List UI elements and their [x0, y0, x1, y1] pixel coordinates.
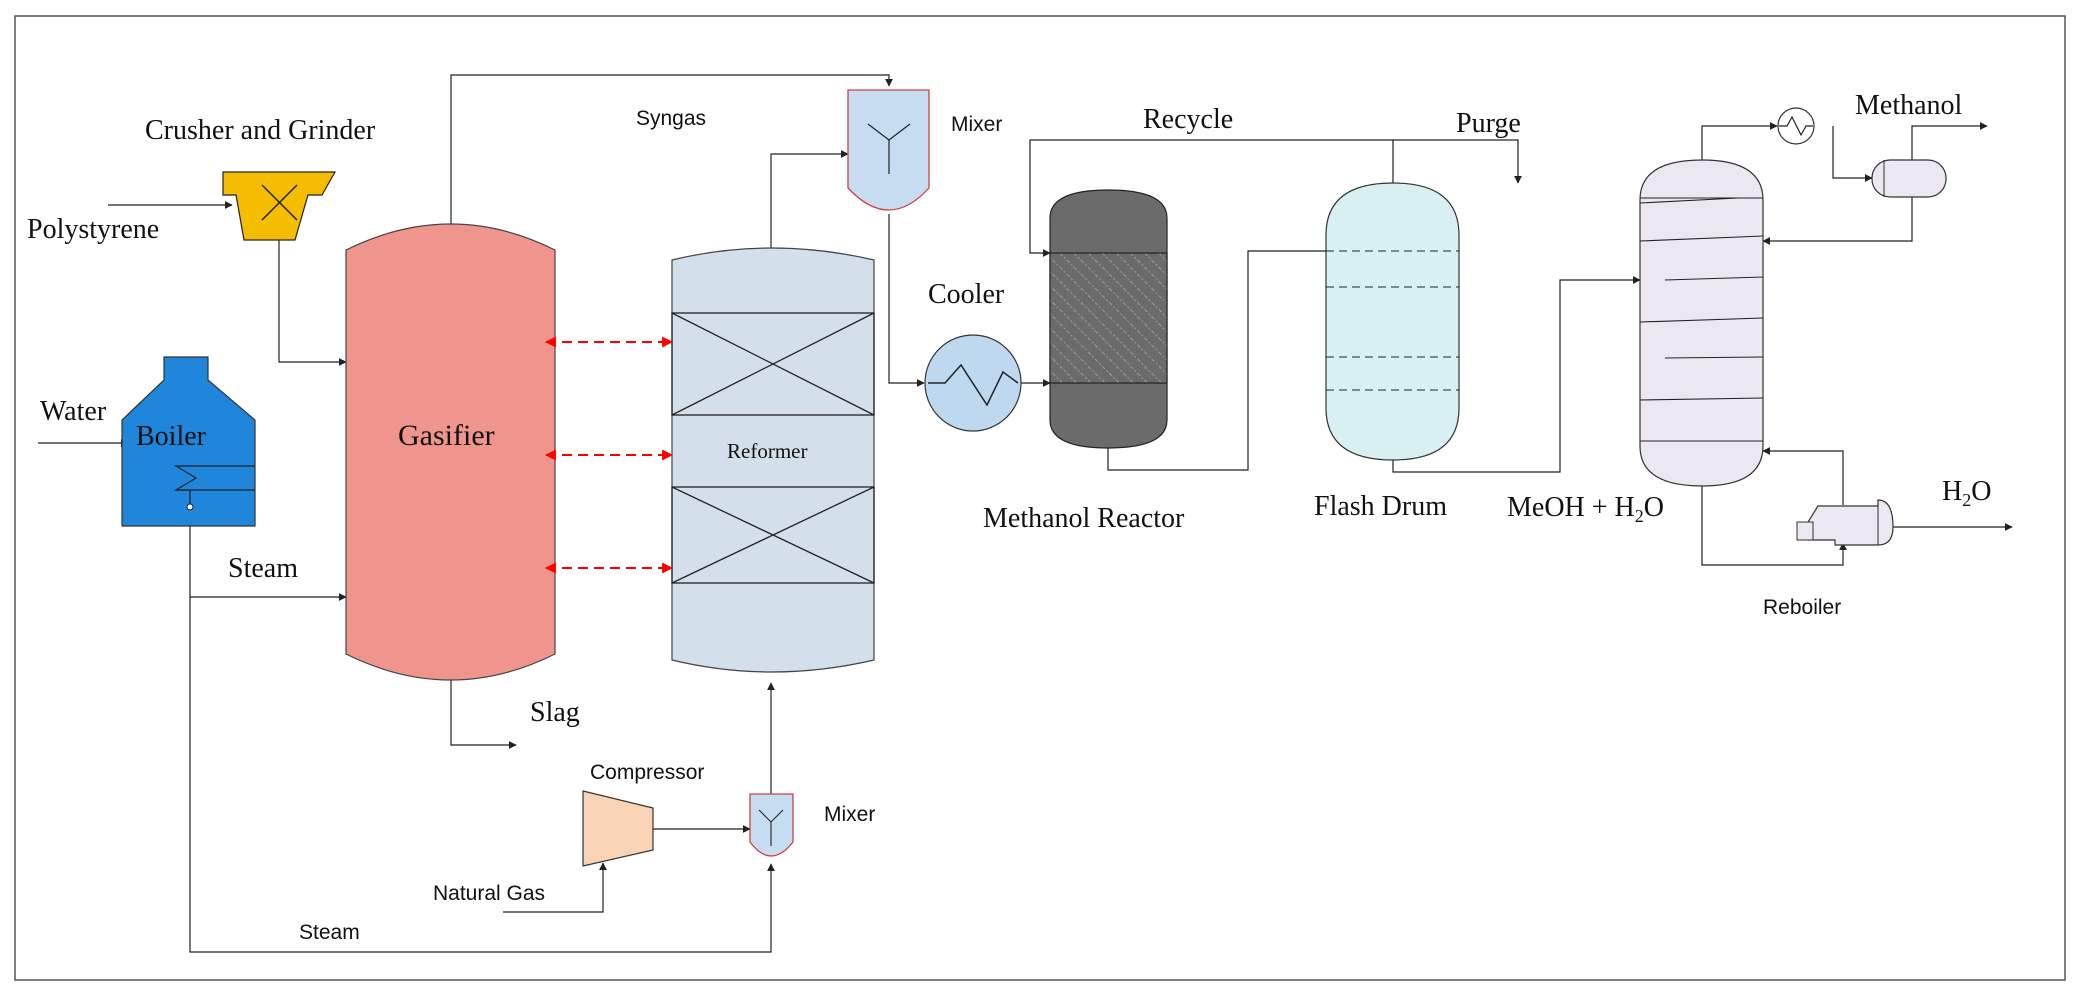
condenser [1777, 107, 1815, 145]
reformer-label: Reformer [727, 439, 807, 463]
mixer-bottom-label: Mixer [824, 803, 875, 826]
stream-lines [38, 74, 2013, 953]
diagram-frame [14, 15, 2066, 981]
syngas-label: Syngas [636, 107, 706, 130]
compressor [582, 790, 654, 867]
slag-label: Slag [530, 697, 580, 728]
gasifier-label: Gasifier [398, 419, 495, 452]
h2o-label: H2O [1942, 476, 1991, 510]
methanol-label: Methanol [1855, 90, 1963, 121]
crusher-label: Crusher and Grinder [145, 115, 376, 146]
reflux-drum [1871, 159, 1947, 198]
reboiler-label: Reboiler [1763, 596, 1841, 619]
gasifier [345, 223, 556, 681]
methanol-reactor [1049, 189, 1168, 449]
cooler [924, 334, 1022, 432]
flash-drum-label: Flash Drum [1314, 491, 1447, 522]
methanol-reactor-label: Methanol Reactor [983, 503, 1185, 534]
distillation-column [1639, 159, 1764, 487]
reboiler [1796, 499, 1894, 546]
mixer-y-icon [867, 123, 911, 174]
labels: Crusher and Grinder Polystyrene Water Bo… [27, 90, 1991, 944]
meoh-h2o-label: MeOH + H2O [1507, 492, 1664, 526]
mixer-top [847, 89, 930, 211]
heat-exchanger-icon [928, 363, 1019, 407]
compressor-label: Compressor [590, 761, 704, 784]
mixer-top-label: Mixer [951, 113, 1002, 136]
natural-gas-label: Natural Gas [433, 882, 545, 905]
recycle-label: Recycle [1143, 104, 1233, 135]
water-label: Water [40, 396, 107, 427]
steam-gasifier-label: Steam [228, 553, 298, 584]
crusher-x-icon [261, 184, 298, 221]
reformer [671, 247, 875, 673]
mixer-y-icon [758, 809, 784, 846]
heat-exchanger-icon [1779, 115, 1813, 137]
flash-drum [1325, 182, 1460, 461]
mixer-bottom [749, 793, 794, 857]
steam-bottom-label: Steam [299, 921, 360, 944]
purge-label: Purge [1456, 108, 1521, 139]
boiler [121, 356, 256, 527]
crusher-grinder [222, 171, 337, 241]
cooler-label: Cooler [928, 279, 1005, 310]
heat-coil-icon [173, 465, 255, 511]
boiler-label: Boiler [136, 421, 207, 452]
polystyrene-label: Polystyrene [27, 214, 159, 245]
heat-transfer-arrows [544, 336, 674, 574]
